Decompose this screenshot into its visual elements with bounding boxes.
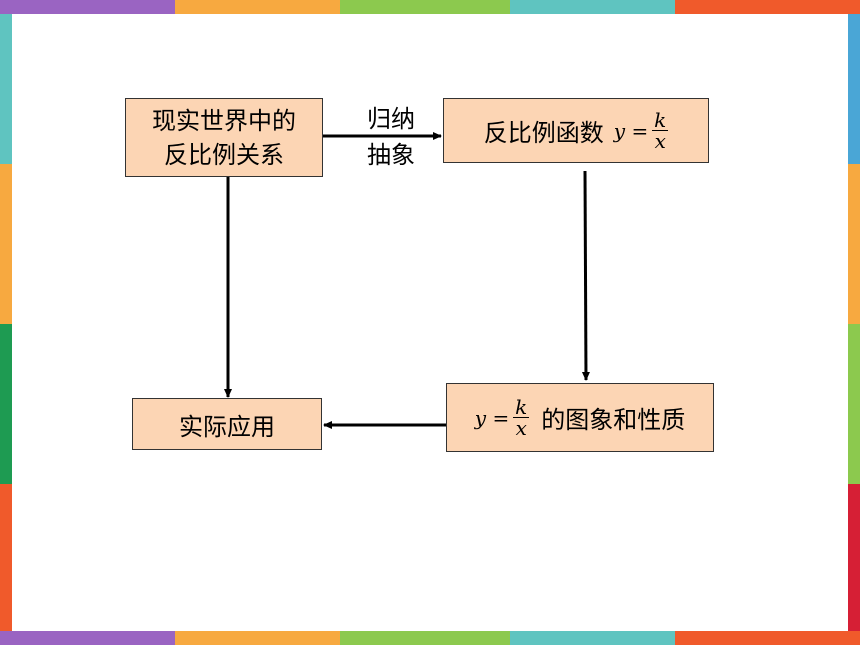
right-border-stripe-4 [848, 484, 860, 631]
top-border-stripe-2 [175, 0, 340, 14]
edge-label-line1: 归纳 [367, 105, 415, 133]
left-border-stripe-1 [0, 14, 12, 164]
top-border-stripe-1 [0, 0, 175, 14]
edge-label-induction: 归纳 抽象 [358, 101, 424, 173]
node-function-formula: y = k x [613, 108, 669, 153]
formula-numerator: k [515, 395, 528, 419]
formula-denominator: x [515, 416, 527, 440]
formula-lhs: y = [474, 405, 510, 430]
bottom-border-stripe-1 [0, 631, 175, 645]
node-real-world-line1: 现实世界中的 [152, 106, 296, 135]
right-border-stripe-2 [848, 164, 860, 324]
bottom-border-stripe-5 [675, 631, 860, 645]
bottom-border-stripe-4 [510, 631, 675, 645]
formula-fraction: k x [513, 395, 530, 440]
fraction-bar [652, 130, 669, 131]
formula-numerator: k [654, 108, 667, 132]
left-border-stripe-2 [0, 164, 12, 324]
top-border-stripe-5 [675, 0, 860, 14]
formula-lhs: y = [613, 118, 649, 143]
edge-label-line2: 抽象 [367, 141, 415, 169]
top-border-stripe-3 [340, 0, 510, 14]
right-border-stripe-1 [848, 14, 860, 164]
bottom-border-stripe-2 [175, 631, 340, 645]
left-border-stripe-3 [0, 324, 12, 484]
formula-fraction: k x [652, 108, 669, 153]
node-application-text: 实际应用 [179, 412, 275, 441]
node-graph: y = k x 的图象和性质 [446, 383, 714, 452]
left-border-stripe-4 [0, 484, 12, 631]
node-graph-formula: y = k x [474, 395, 530, 440]
right-border-stripe-3 [848, 324, 860, 484]
fraction-bar [513, 417, 530, 418]
node-graph-text: 的图象和性质 [541, 406, 686, 434]
node-function: 反比例函数 y = k x [443, 98, 709, 163]
node-real-world-line2: 反比例关系 [164, 140, 284, 169]
top-border-stripe-4 [510, 0, 675, 14]
node-function-text: 反比例函数 [483, 119, 604, 147]
node-application: 实际应用 [132, 398, 322, 450]
formula-denominator: x [654, 129, 666, 153]
bottom-border-stripe-3 [340, 631, 510, 645]
node-real-world: 现实世界中的 反比例关系 [125, 98, 323, 177]
arrow-function-to-graph [581, 170, 590, 381]
